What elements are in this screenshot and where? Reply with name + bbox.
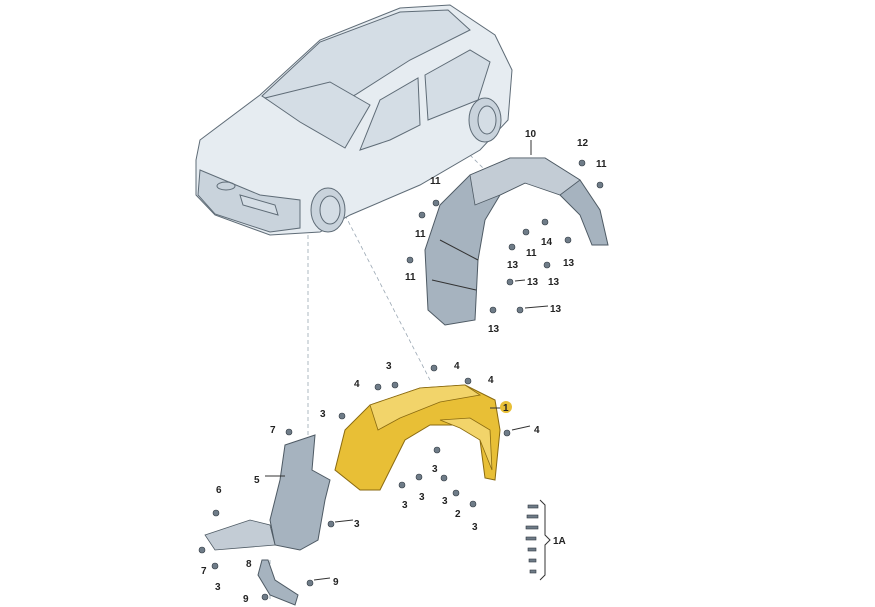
label-3: 3 [419,492,425,503]
label-10: 10 [525,129,537,140]
label-6: 6 [216,485,222,496]
label-11: 11 [526,248,537,259]
label-2: 2 [455,509,461,520]
label-3: 3 [432,464,438,475]
label-3: 3 [472,522,478,533]
part-labels: 10 12 11 11 11 11 14 11 13 13 13 13 13 1… [201,129,607,605]
screws [198,159,604,601]
label-9: 9 [333,577,339,588]
label-13: 13 [550,304,562,315]
label-13: 13 [548,277,560,288]
label-3: 3 [402,500,408,511]
label-4: 4 [354,379,360,390]
label-11: 11 [405,272,416,283]
label-13: 13 [488,324,500,335]
label-11: 11 [430,176,441,187]
highlight-badge [500,401,512,413]
label-4: 4 [534,425,540,436]
label-11: 11 [596,159,607,170]
label-1A: 1A [553,536,566,547]
label-1: 1 [503,403,509,414]
label-13: 13 [563,258,575,269]
label-3: 3 [386,361,392,372]
label-7: 7 [201,566,207,577]
front-wheel-housing-liner[interactable] [334,384,501,491]
label-4: 4 [488,375,494,386]
label-3: 3 [320,409,326,420]
label-5: 5 [254,475,260,486]
label-13: 13 [527,277,539,288]
rear-wheel-housing-liner [424,157,609,326]
label-11: 11 [415,229,426,240]
liner-extension [204,434,331,606]
label-8: 8 [246,559,252,570]
car-illustration [195,4,513,236]
label-3: 3 [442,496,448,507]
label-3: 3 [215,582,221,593]
audi-rings-logo [216,181,236,191]
label-13: 13 [507,260,519,271]
label-7: 7 [270,425,276,436]
label-14: 14 [541,237,553,248]
label-9: 9 [243,594,249,605]
label-12: 12 [577,138,589,149]
label-4: 4 [454,361,460,372]
label-3: 3 [354,519,360,530]
